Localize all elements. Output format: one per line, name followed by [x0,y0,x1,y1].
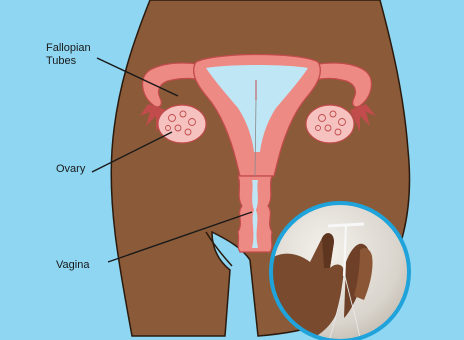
label-ovary: Ovary [56,163,86,175]
iud-device-photo-inset [270,202,410,340]
label-vagina: Vagina [56,259,90,271]
label-fallopian-tubes-line1: Fallopian [46,42,91,54]
label-fallopian-tubes-line2: Tubes [46,55,77,67]
ovary-right [306,105,354,143]
